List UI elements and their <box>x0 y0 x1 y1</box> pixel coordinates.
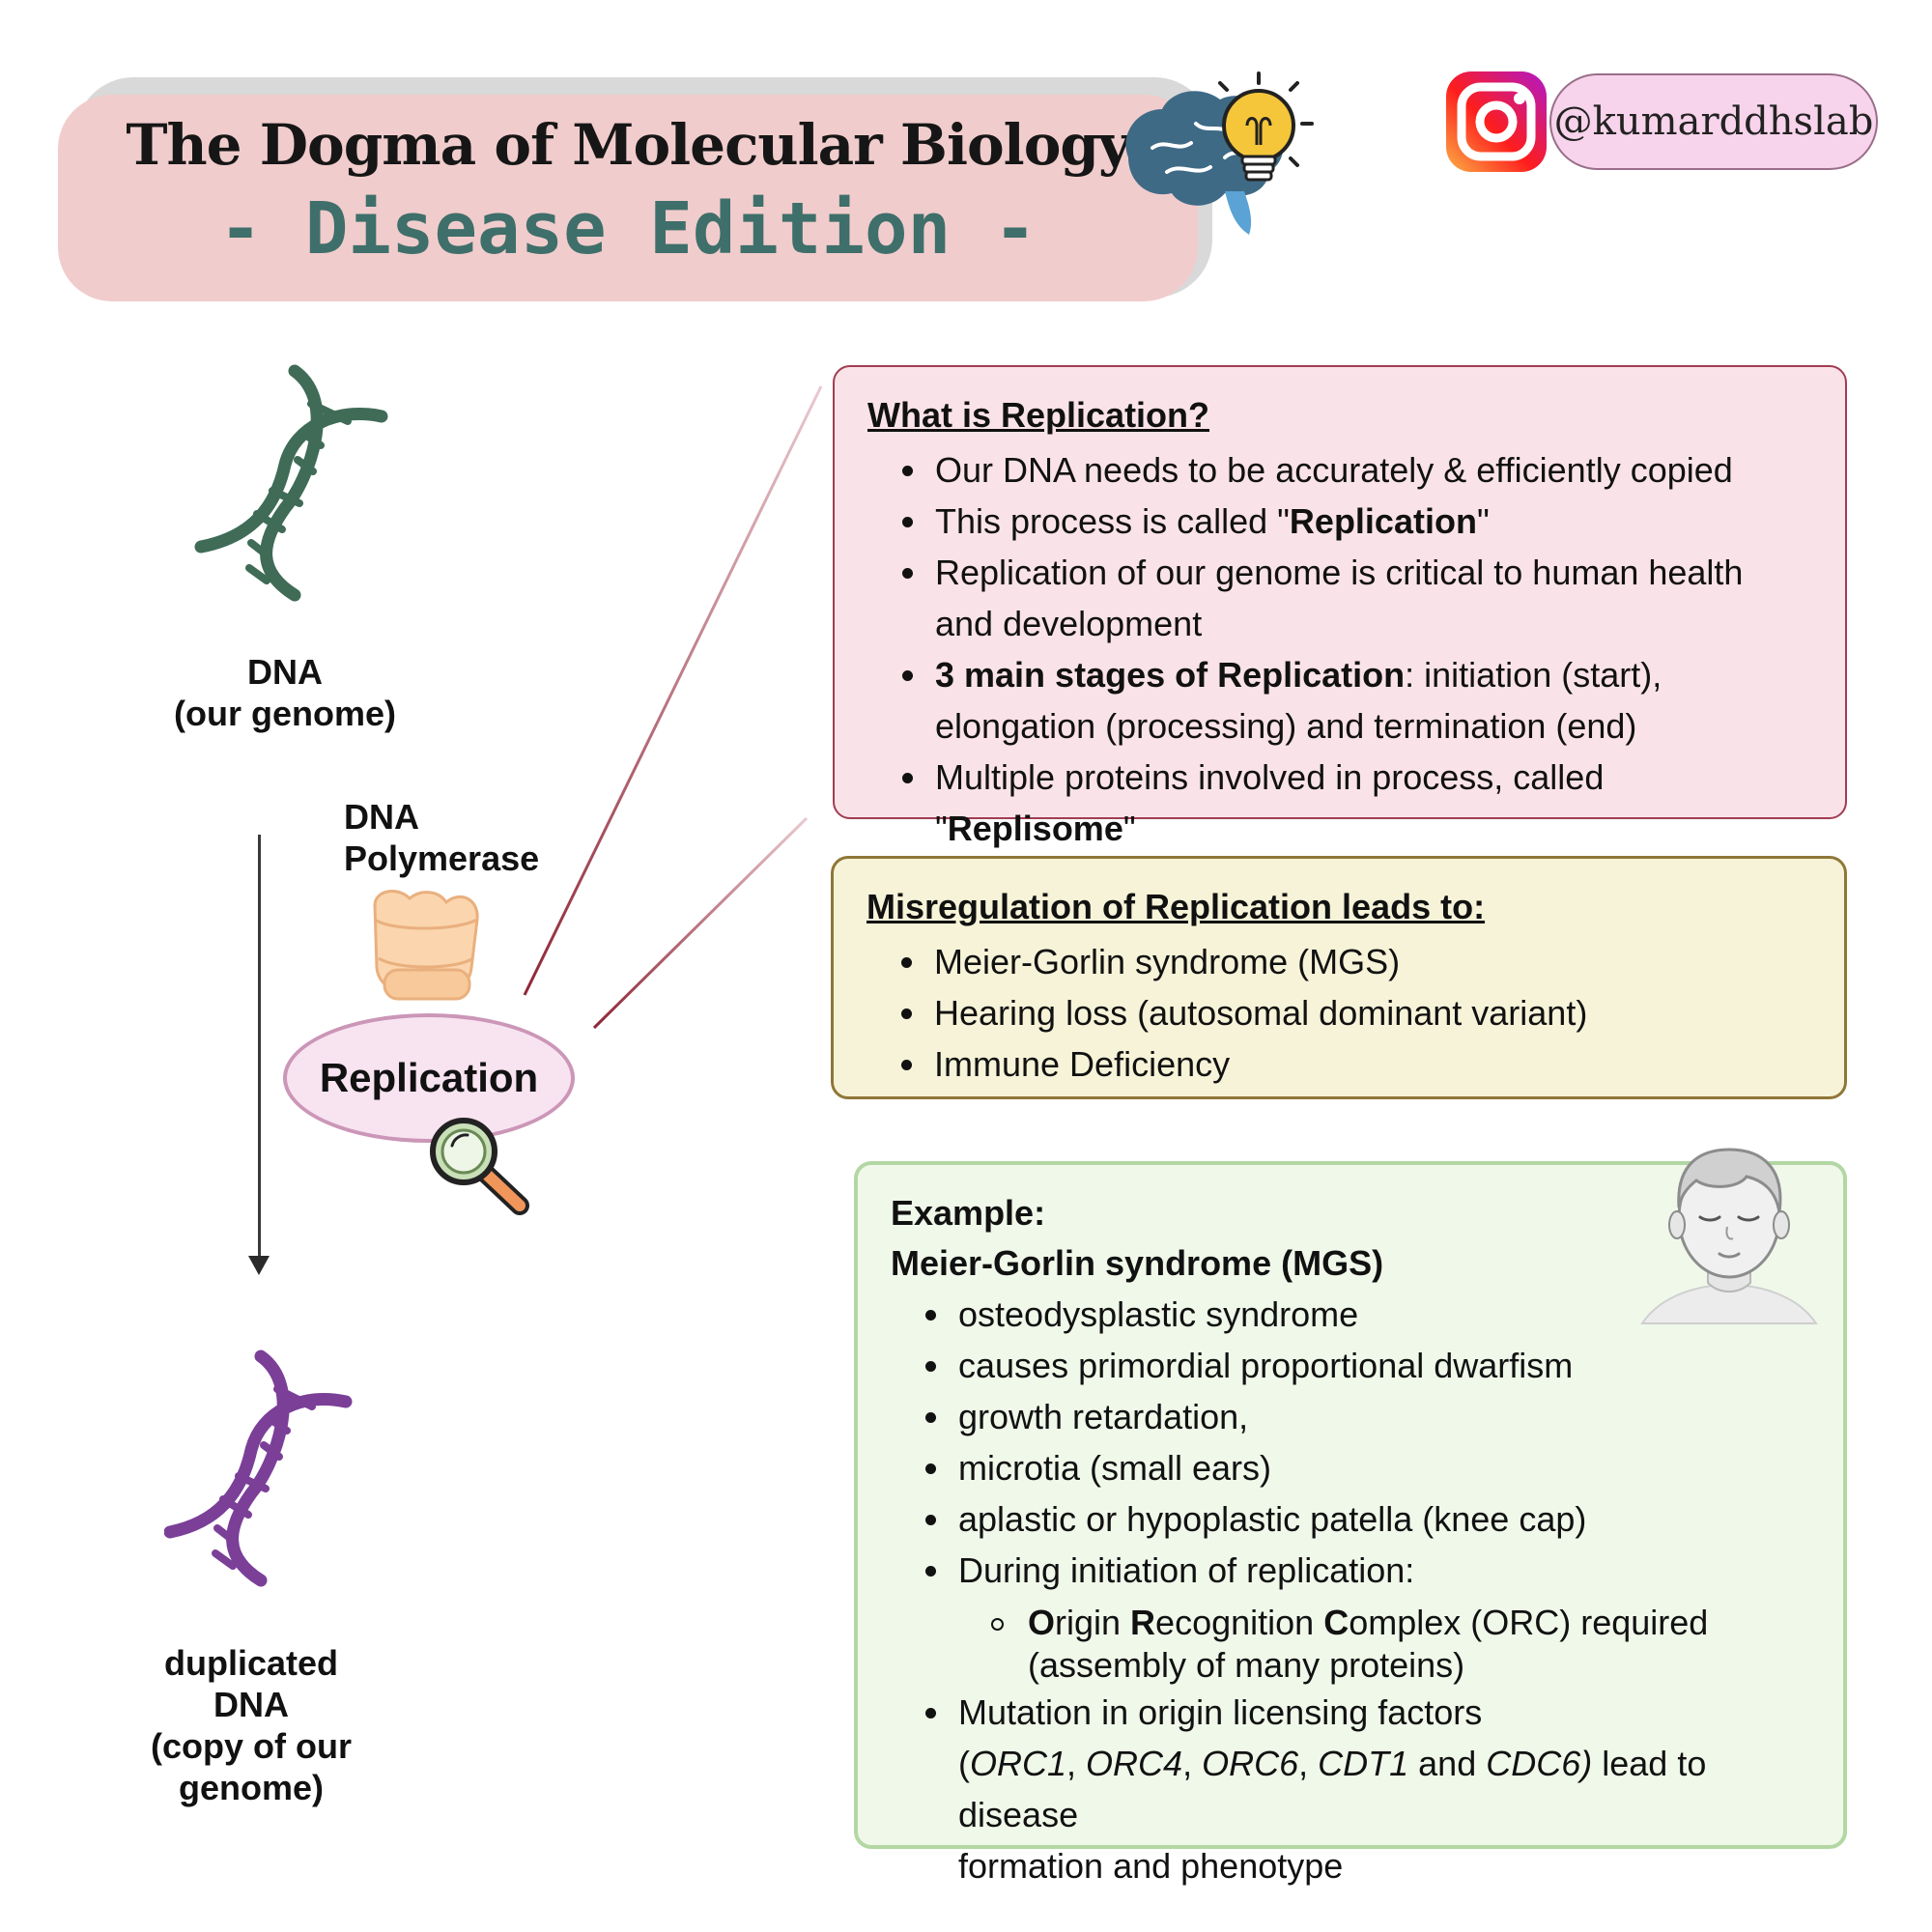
list-item: Our DNA needs to be accurately & efficie… <box>867 444 1812 496</box>
list-item: Replication of our genome is critical to… <box>867 547 1812 649</box>
list-item: Immune Deficiency <box>867 1038 1811 1090</box>
polymerase-label: DNA Polymerase <box>344 796 595 879</box>
list-item: Hearing loss (autosomal dominant variant… <box>867 987 1811 1038</box>
example-box: Example: Meier-Gorlin syndrome (MGS) ost… <box>854 1161 1847 1886</box>
flow-arrow-head <box>248 1256 270 1275</box>
list-item: During initiation of replication: Origin… <box>891 1545 1810 1687</box>
duplicated-label-line3: (copy of our <box>151 1726 352 1766</box>
what-box-list: Our DNA needs to be accurately & efficie… <box>867 444 1812 854</box>
dna-icon <box>194 364 388 602</box>
duplicated-dna-label: duplicated DNA (copy of our genome) <box>121 1642 382 1808</box>
list-item: osteodysplastic syndrome <box>891 1289 1810 1340</box>
misregulation-heading: Misregulation of Replication leads to: <box>867 887 1486 926</box>
dna-label: DNA (our genome) <box>155 651 415 734</box>
social-handle[interactable]: @kumarddhslab <box>1549 73 1878 170</box>
list-item: Multiple proteins involved in process, c… <box>867 752 1812 854</box>
list-item: Mutation in origin licensing factors(ORC… <box>891 1687 1810 1891</box>
list-item: Meier-Gorlin syndrome (MGS) <box>867 936 1811 987</box>
example-sublist: Origin Recognition Complex (ORC) require… <box>958 1602 1810 1687</box>
dna-label-line1: DNA <box>247 652 323 692</box>
what-is-replication-box: What is Replication? Our DNA needs to be… <box>833 365 1847 848</box>
misregulation-box: Misregulation of Replication leads to: M… <box>831 856 1847 1099</box>
sub-list-item: Origin Recognition Complex (ORC) require… <box>958 1602 1810 1687</box>
dna-label-line2: (our genome) <box>174 694 396 733</box>
instagram-icon[interactable] <box>1444 70 1548 174</box>
duplicated-label-line2: DNA <box>213 1685 289 1724</box>
title-banner: The Dogma of Molecular Biology - Disease… <box>58 95 1198 301</box>
example-list: osteodysplastic syndrome causes primordi… <box>891 1289 1810 1891</box>
list-item: This process is called "Replication" <box>867 496 1812 547</box>
misregulation-list: Meier-Gorlin syndrome (MGS) Hearing loss… <box>867 936 1811 1090</box>
flow-arrow-line <box>258 835 261 1264</box>
magnifier-icon <box>430 1118 529 1215</box>
list-item: aplastic or hypoplastic patella (knee ca… <box>891 1493 1810 1545</box>
page-title: The Dogma of Molecular Biology <box>126 112 1130 178</box>
list-item: microtia (small ears) <box>891 1442 1810 1493</box>
example-heading: Example: <box>891 1193 1046 1233</box>
duplicated-dna-icon <box>164 1350 353 1587</box>
list-item: growth retardation, <box>891 1391 1810 1442</box>
duplicated-label-line1: duplicated <box>163 1643 339 1683</box>
page-subtitle: - Disease Edition - <box>218 187 1037 270</box>
child-face-icon <box>1640 1148 1818 1324</box>
list-item: causes primordial proportional dwarfism <box>891 1340 1810 1391</box>
brain-lightbulb-icon <box>1125 71 1314 235</box>
duplicated-label-line4: genome) <box>178 1768 324 1807</box>
replication-node[interactable]: Replication <box>283 1013 575 1143</box>
polymerase-label-line2: Polymerase <box>344 838 540 878</box>
list-item: 3 main stages of Replication: initiation… <box>867 649 1812 752</box>
polymerase-icon <box>373 890 479 1001</box>
example-subheading: Meier-Gorlin syndrome (MGS) <box>891 1243 1384 1283</box>
what-box-heading: What is Replication? <box>867 395 1210 435</box>
polymerase-label-line1: DNA <box>344 797 419 837</box>
